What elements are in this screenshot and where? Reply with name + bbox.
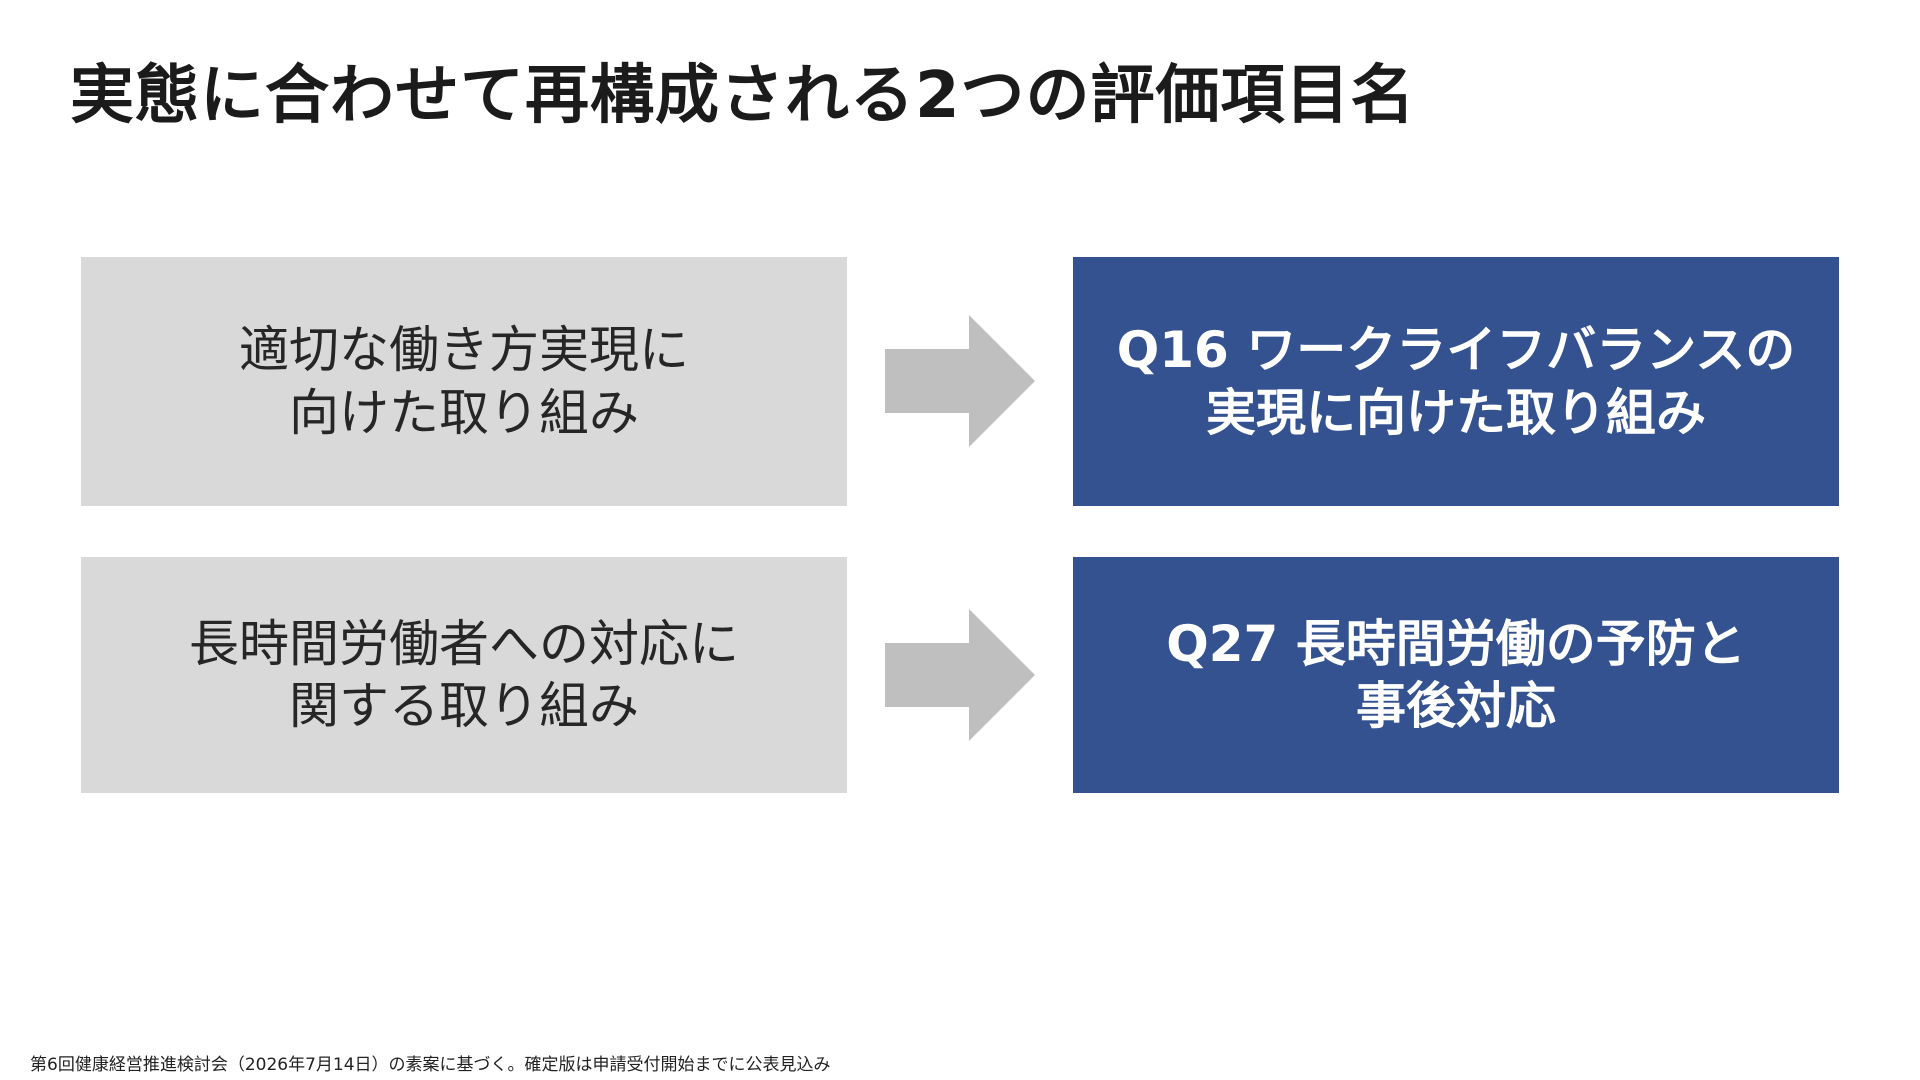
right-arrow-icon — [885, 315, 1035, 447]
slide-title: 実態に合わせて再構成される2つの評価項目名 — [70, 59, 1416, 133]
right-arrow-icon — [885, 609, 1035, 741]
old-item-name-box-2: 長時間労働者への対応に 関する取り組み — [81, 557, 847, 793]
footnote: 第6回健康経営推進検討会（2026年7月14日）の素案に基づく。確定版は申請受付… — [30, 1055, 831, 1075]
new-item-name-box-1: Q16 ワークライフバランスの 実現に向けた取り組み — [1073, 257, 1839, 506]
old-item-name-box-1: 適切な働き方実現に 向けた取り組み — [81, 257, 847, 506]
new-item-name-box-2: Q27 長時間労働の予防と 事後対応 — [1073, 557, 1839, 793]
